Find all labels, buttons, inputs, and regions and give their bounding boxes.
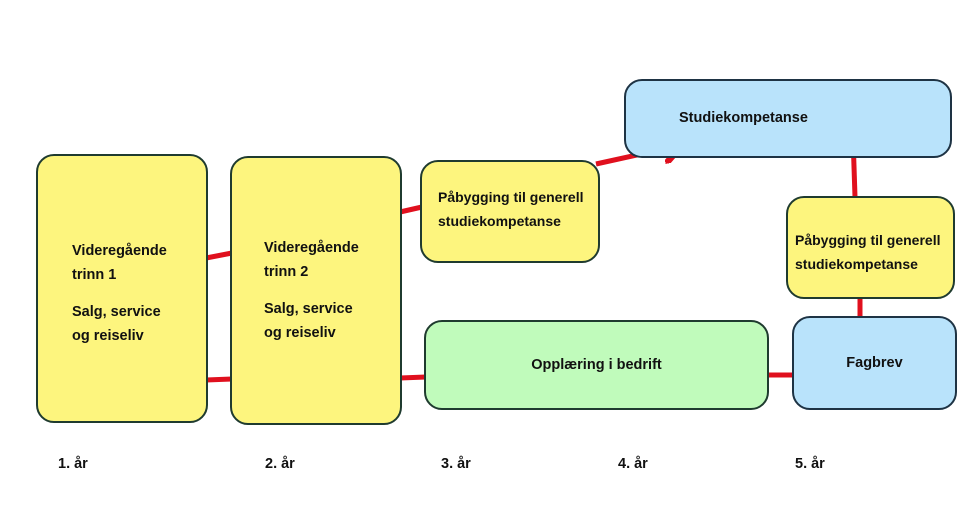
text-line: trinn 2 <box>264 264 309 280</box>
text-line: studiekompetanse <box>438 213 561 229</box>
text-line: Salg, service <box>72 304 161 320</box>
connector-t2-opplaering <box>399 374 427 381</box>
box-fagbrev: Fagbrev <box>792 316 957 410</box>
connector-t2-pabygging <box>399 204 423 215</box>
year-label-5: 5. år <box>795 456 825 472</box>
box-opplaering-i-bedrift: Opplæring i bedrift <box>424 320 769 410</box>
text-line: Videregående <box>264 240 359 256</box>
fagbrev-label: Fagbrev <box>846 355 903 371</box>
connector-t1-t2-lower <box>205 376 233 383</box>
opplaering-label: Opplæring i bedrift <box>531 357 662 373</box>
trinn1-title: Videregående trinn 1 Salg, service og re… <box>72 239 167 348</box>
connector-t1-t2-upper <box>205 250 233 261</box>
text-line: og reiseliv <box>72 328 144 344</box>
box-pabygging-right: Påbygging til generell studiekompetanse <box>786 196 955 299</box>
year-label-4: 4. år <box>618 456 648 472</box>
box-pabygging-top: Påbygging til generell studiekompetanse <box>420 160 600 263</box>
text-line: studiekompetanse <box>795 256 918 272</box>
box-trinn-2: Videregående trinn 2 Salg, service og re… <box>230 156 402 425</box>
pabygging-right-text: Påbygging til generell studiekompetanse <box>795 228 940 276</box>
text-line: Videregående <box>72 243 167 259</box>
year-label-3: 3. år <box>441 456 471 472</box>
text-line: Påbygging til generell <box>795 232 941 248</box>
year-label-2: 2. år <box>265 456 295 472</box>
text-line: trinn 1 <box>72 267 117 283</box>
text-line: Påbygging til generell <box>438 189 584 205</box>
text-line: Salg, service <box>264 301 353 317</box>
pabygging-top-text: Påbygging til generell studiekompetanse <box>438 185 583 233</box>
box-trinn-1: Videregående trinn 1 Salg, service og re… <box>36 154 208 423</box>
text-line: og reiseliv <box>264 325 336 341</box>
trinn2-title: Videregående trinn 2 Salg, service og re… <box>264 236 359 345</box>
year-label-1: 1. år <box>58 456 88 472</box>
studiekompetanse-label: Studiekompetanse <box>679 110 808 126</box>
box-studiekompetanse: Studiekompetanse <box>624 79 952 158</box>
